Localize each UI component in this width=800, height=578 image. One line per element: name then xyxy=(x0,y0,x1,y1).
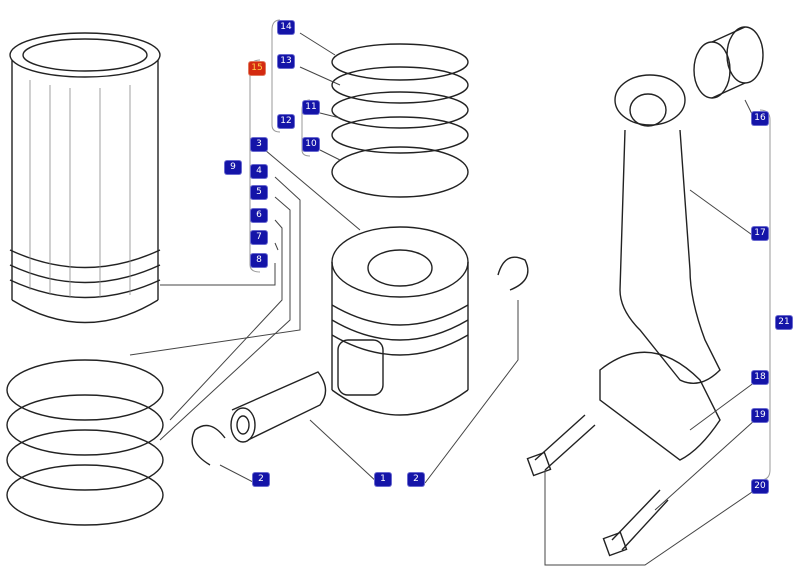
callout-4[interactable]: 4 xyxy=(251,165,267,178)
piston xyxy=(331,226,469,416)
callout-21[interactable]: 21 xyxy=(776,316,792,329)
cylinder-liner xyxy=(9,32,161,324)
small-end-bushing xyxy=(693,26,764,99)
callout-5[interactable]: 5 xyxy=(251,186,267,199)
callout-7[interactable]: 7 xyxy=(251,231,267,244)
callout-20[interactable]: 20 xyxy=(752,480,768,493)
callout-8[interactable]: 8 xyxy=(251,254,267,267)
callout-17[interactable]: 17 xyxy=(752,227,768,240)
piston-rings xyxy=(331,43,469,198)
callout-18[interactable]: 18 xyxy=(752,371,768,384)
callout-9[interactable]: 9 xyxy=(225,161,241,174)
callout-14[interactable]: 14 xyxy=(278,21,294,34)
callout-6[interactable]: 6 xyxy=(251,209,267,222)
liner-seal-rings xyxy=(6,359,164,526)
circlip-left xyxy=(191,424,226,466)
callout-2-right[interactable]: 2 xyxy=(408,473,424,486)
callout-12[interactable]: 12 xyxy=(278,115,294,128)
callout-2-left[interactable]: 2 xyxy=(253,473,269,486)
callout-3[interactable]: 3 xyxy=(251,138,267,151)
leader-lines xyxy=(129,19,771,566)
callout-1[interactable]: 1 xyxy=(375,473,391,486)
callout-19[interactable]: 19 xyxy=(752,409,768,422)
callout-10[interactable]: 10 xyxy=(303,138,319,151)
callout-11[interactable]: 11 xyxy=(303,101,319,114)
callout-15[interactable]: 15 xyxy=(249,62,265,75)
rod-bolts xyxy=(526,414,669,557)
piston-pin xyxy=(230,371,327,443)
callout-16[interactable]: 16 xyxy=(752,112,768,125)
connecting-rod xyxy=(599,74,721,461)
circlip-right xyxy=(497,256,529,291)
callout-13[interactable]: 13 xyxy=(278,55,294,68)
